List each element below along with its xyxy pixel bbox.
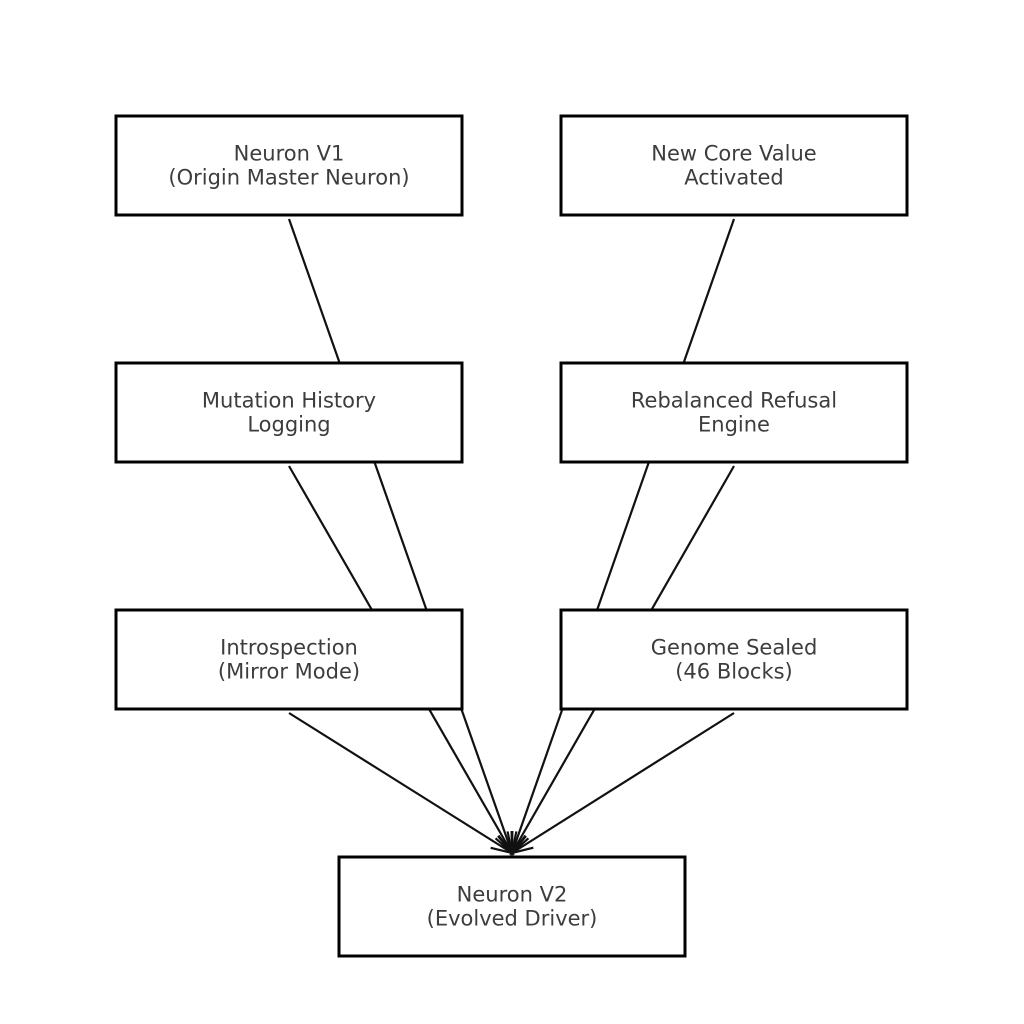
arrowhead-icon <box>509 835 534 855</box>
node-box <box>114 608 464 711</box>
node-genome-sealed: Genome Sealed(46 Blocks) <box>559 608 909 711</box>
node-box <box>114 361 464 464</box>
node-label-line: Activated <box>684 166 783 190</box>
node-neuron-v1: Neuron V1(Origin Master Neuron) <box>114 114 464 217</box>
node-label-line: Engine <box>698 413 770 437</box>
node-box <box>559 361 909 464</box>
node-label-line: (Mirror Mode) <box>218 660 360 684</box>
node-box <box>559 114 909 217</box>
edge-genome-sealed-to-neuron-v2 <box>509 712 735 855</box>
node-label-line: Genome Sealed <box>651 636 818 660</box>
node-label-line: (46 Blocks) <box>675 660 793 684</box>
edge-line <box>288 712 513 854</box>
edge-new-core-value-to-neuron-v2 <box>510 218 736 857</box>
node-box <box>337 855 687 958</box>
edge-line <box>287 218 514 854</box>
edge-introspection-to-neuron-v2 <box>288 712 515 855</box>
edge-line <box>511 712 735 854</box>
node-label-line: Rebalanced Refusal <box>631 389 837 413</box>
node-label-line: Neuron V1 <box>234 142 345 166</box>
node-label-line: New Core Value <box>651 142 816 166</box>
node-label-line: Introspection <box>220 636 358 660</box>
node-neuron-v2: Neuron V2(Evolved Driver) <box>337 855 687 958</box>
edges-layer <box>287 218 736 857</box>
node-label-line: Neuron V2 <box>457 883 568 907</box>
node-introspection: Introspection(Mirror Mode) <box>114 608 464 711</box>
node-label-line: Logging <box>247 413 330 437</box>
edge-neuron-v1-to-neuron-v2 <box>287 218 514 857</box>
node-label-line: (Evolved Driver) <box>427 907 598 931</box>
node-label-line: (Origin Master Neuron) <box>168 166 409 190</box>
node-label-line: Mutation History <box>202 389 376 413</box>
nodes-layer: Neuron V1(Origin Master Neuron) New Core … <box>114 114 909 958</box>
node-box <box>559 608 909 711</box>
edge-line <box>510 218 736 854</box>
node-box <box>114 114 464 217</box>
